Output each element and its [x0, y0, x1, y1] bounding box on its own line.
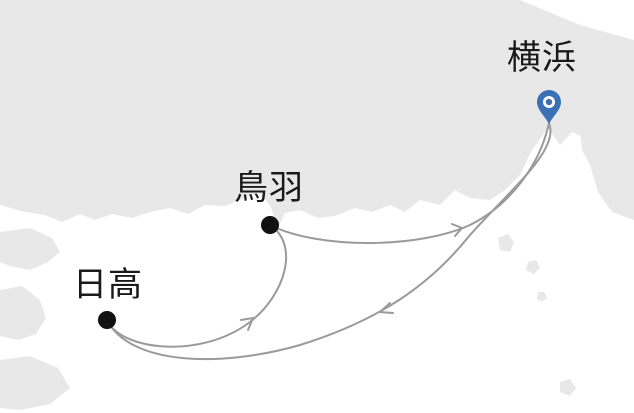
route-arrow-1 — [451, 223, 464, 237]
landmass-honshu — [0, 0, 634, 228]
island-2 — [526, 260, 540, 274]
route-layer — [106, 122, 552, 361]
port-dot-toba[interactable] — [261, 216, 279, 234]
port-dot-hidaka[interactable] — [98, 311, 116, 329]
landmass-kii-tip — [0, 286, 46, 340]
island-1 — [498, 234, 514, 252]
route-hidaka-toba — [106, 224, 287, 348]
landmass-boso — [580, 125, 634, 220]
island-3 — [537, 292, 547, 302]
port-label-hidaka: 日高 — [73, 265, 143, 305]
route-arrow-3 — [240, 316, 255, 331]
island-4 — [560, 379, 576, 396]
landmass-kyushu-edge — [0, 356, 70, 410]
marker-layer — [98, 90, 561, 329]
route-arrow-2 — [377, 302, 394, 314]
port-label-toba: 鳥羽 — [234, 168, 304, 208]
route-toba-yokohama — [269, 122, 550, 244]
port-label-yokohama: 横浜 — [507, 38, 577, 78]
pin-icon[interactable] — [537, 90, 561, 124]
landmass-shikoku — [0, 228, 60, 270]
